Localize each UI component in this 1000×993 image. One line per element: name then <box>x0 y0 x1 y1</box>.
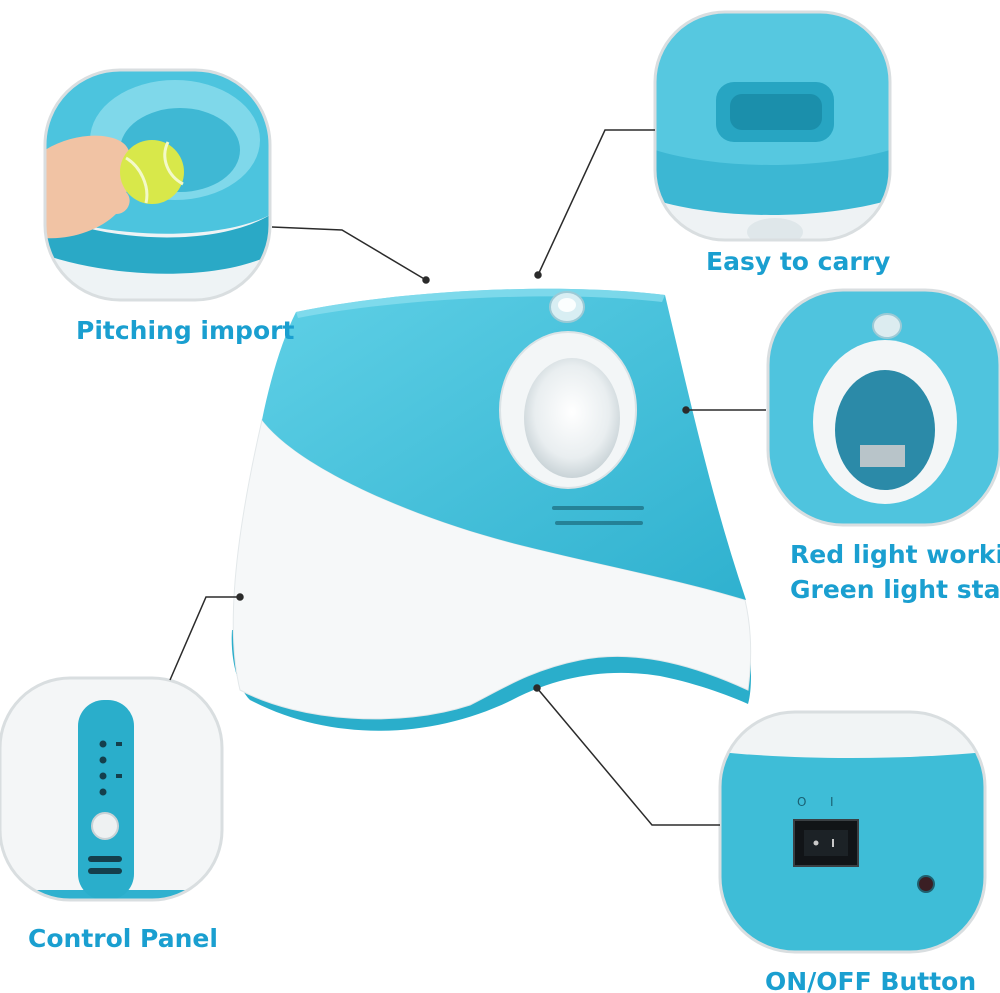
mode-led <box>99 788 107 796</box>
launcher-white-shell <box>232 418 752 720</box>
switch-off-mark: O <box>797 795 806 809</box>
leader-line-pitching <box>271 226 427 281</box>
leader-lines <box>169 129 766 826</box>
tennis-ball-icon <box>120 140 184 204</box>
leader-line-carry <box>537 129 655 276</box>
inset-indicator-light <box>766 288 1000 527</box>
speaker-slot <box>88 856 122 862</box>
callout-red-light: Red light working <box>790 540 1000 569</box>
leader-line-control <box>169 596 240 681</box>
mode-led <box>99 740 107 748</box>
body-print-line <box>552 506 644 510</box>
inset-power-switch: O I <box>718 710 987 954</box>
body-print-line <box>555 521 643 525</box>
mode-led <box>99 772 107 780</box>
charging-port <box>917 875 935 893</box>
speaker-slot <box>88 868 122 874</box>
callout-green-light: Green light standb <box>790 575 1000 604</box>
control-button <box>91 812 119 840</box>
callout-pitching-import: Pitching import <box>76 316 295 345</box>
callout-easy-to-carry: Easy to carry <box>706 247 891 276</box>
indicator-light-icon <box>872 313 902 339</box>
hand-icon <box>45 135 135 239</box>
mode-led <box>99 756 107 764</box>
inset-carry <box>653 10 892 242</box>
callout-on-off-button: ON/OFF Button <box>765 967 977 993</box>
switch-on-mark: I <box>830 795 834 809</box>
control-panel-strip <box>78 700 134 900</box>
callout-control-panel: Control Panel <box>28 924 218 953</box>
leader-line-switch <box>536 687 720 826</box>
inset-pitching <box>43 68 272 302</box>
inset-control-panel <box>0 676 224 902</box>
launcher-body <box>231 288 752 731</box>
